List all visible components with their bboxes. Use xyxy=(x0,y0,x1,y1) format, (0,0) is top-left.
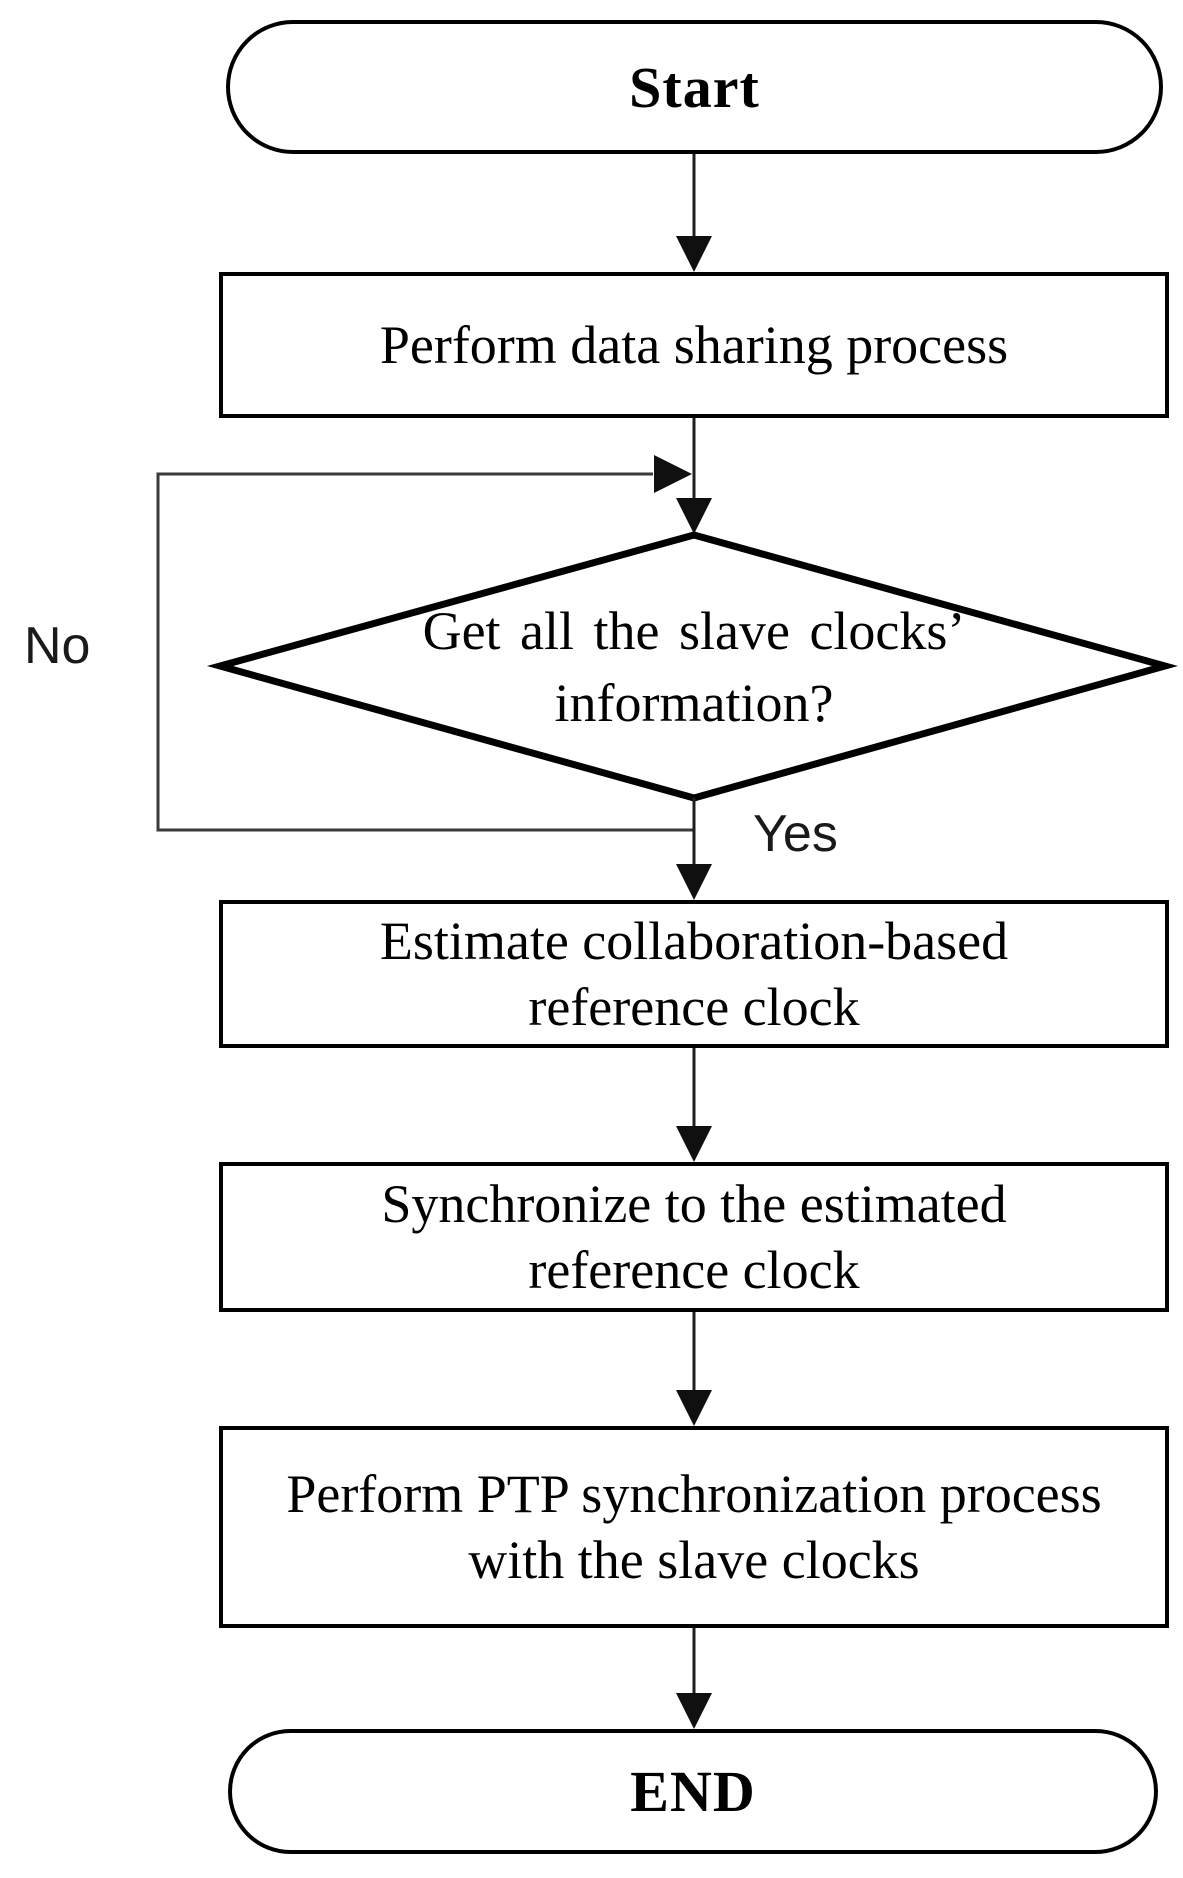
arrowhead-down-icon xyxy=(676,1126,712,1162)
arrowhead-right-icon xyxy=(654,455,692,493)
edge-label-yes: Yes xyxy=(753,805,838,863)
connector-no-loop xyxy=(156,472,694,832)
process-data-sharing-label: Perform data sharing process xyxy=(379,315,1009,375)
arrowhead-down-icon xyxy=(676,498,712,534)
arrowhead-down-icon xyxy=(676,1693,712,1729)
end-node: END xyxy=(228,1729,1158,1854)
process-synchronize-reference-clock: Synchronize to the estimated reference c… xyxy=(219,1162,1169,1312)
decision-label-line2: information? xyxy=(554,673,834,733)
process-estimate-label-line2: reference clock xyxy=(528,977,860,1037)
process-ptp-label-line1: Perform PTP synchronization process xyxy=(286,1464,1102,1524)
arrowhead-down-icon xyxy=(676,864,712,900)
end-label: END xyxy=(630,1759,756,1824)
process-estimate-reference-clock: Estimate collaboration-based reference c… xyxy=(219,900,1169,1048)
arrowhead-down-icon xyxy=(676,236,712,272)
process-ptp-synchronization: Perform PTP synchronization process with… xyxy=(219,1426,1169,1628)
start-node: Start xyxy=(226,20,1163,154)
start-label: Start xyxy=(629,54,760,120)
process-estimate-label-line1: Estimate collaboration-based xyxy=(379,911,1009,971)
edge-label-no: No xyxy=(24,617,91,675)
process-synchronize-label-line1: Synchronize to the estimated xyxy=(381,1174,1007,1234)
process-ptp-label-line2: with the slave clocks xyxy=(468,1530,920,1590)
arrowhead-down-icon xyxy=(676,1390,712,1426)
decision-get-slave-clocks: Get all the slave clocks’ information? xyxy=(260,558,1128,776)
process-data-sharing: Perform data sharing process xyxy=(219,272,1169,418)
decision-label-line1: Get all the slave clocks’ xyxy=(422,601,966,661)
process-synchronize-label-line2: reference clock xyxy=(528,1240,860,1300)
